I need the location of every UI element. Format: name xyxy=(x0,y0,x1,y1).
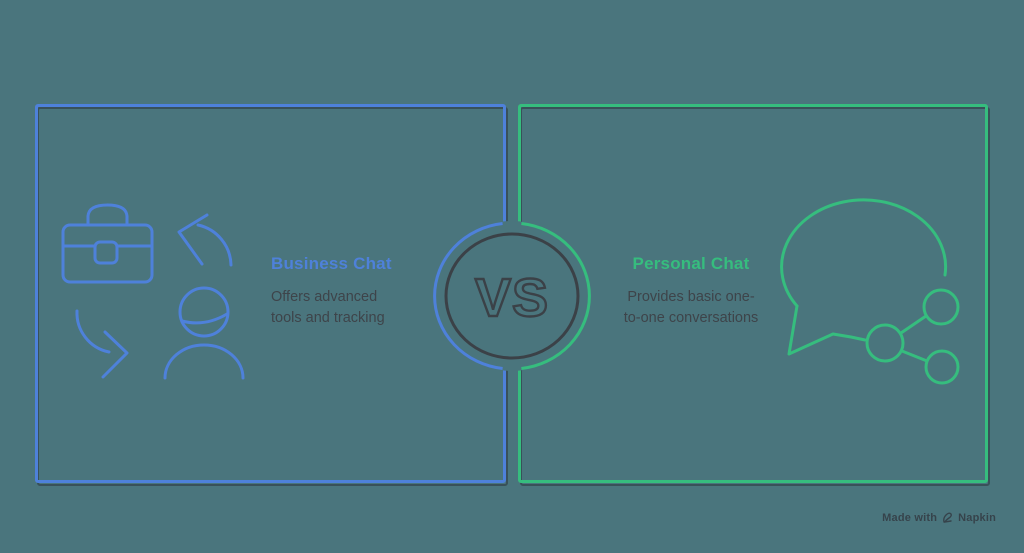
vs-ring-right-arc xyxy=(521,222,591,370)
watermark-prefix: Made with xyxy=(882,511,938,524)
share-network-icon xyxy=(865,288,960,385)
watermark-brand: Napkin xyxy=(958,511,996,524)
personal-chat-textblock: Personal Chat Provides basic one- to-one… xyxy=(560,254,822,329)
chat-bubble-icon xyxy=(780,198,948,356)
personal-chat-title: Personal Chat xyxy=(632,254,750,273)
napkin-logo-icon xyxy=(943,512,953,523)
business-chat-description-line2: tools and tracking xyxy=(271,310,385,326)
business-chat-description-line1: Offers advanced xyxy=(271,289,378,305)
business-chat-title: Business Chat xyxy=(271,254,392,273)
vs-inner-ring xyxy=(444,232,580,360)
vs-badge: VS xyxy=(432,216,592,381)
vs-badge-backdrop xyxy=(434,221,590,371)
personal-chat-description: Provides basic one- to-one conversations xyxy=(560,287,822,329)
cycle-arrows-icon xyxy=(75,213,233,379)
business-chat-description: Offers advanced tools and tracking xyxy=(271,287,392,329)
personal-chat-description-line2: to-one conversations xyxy=(623,310,759,326)
vs-ring-left-arc xyxy=(433,222,503,370)
briefcase-icon xyxy=(61,203,154,284)
business-chat-textblock: Business Chat Offers advanced tools and … xyxy=(271,254,392,329)
person-icon xyxy=(163,286,245,380)
business-icons-group xyxy=(55,185,255,390)
personal-chat-description-line1: Provides basic one- xyxy=(627,289,755,305)
personal-icons-group xyxy=(770,190,980,405)
vs-label: VS xyxy=(475,268,549,328)
watermark: Made with Napkin xyxy=(882,511,996,524)
